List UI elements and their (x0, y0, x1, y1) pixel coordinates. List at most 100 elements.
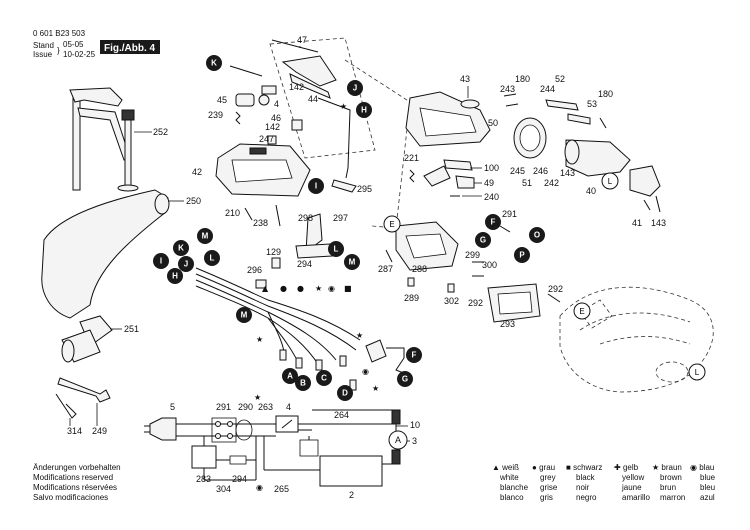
part-label-298: 298 (298, 213, 313, 223)
part-label-291: 291 (502, 209, 517, 219)
marker-K-left: K (173, 240, 189, 256)
svg-text:■: ■ (344, 284, 352, 293)
guard-assembly (405, 86, 661, 213)
marker-C: C (316, 370, 332, 386)
svg-text:yellow: yellow (622, 473, 644, 482)
wire-color-symbols: ▲ ● ● ★ ◉ ■ ★ ★ ◉ ★ ◉ ★ ★ (254, 102, 379, 492)
part-label-290: 290 (238, 402, 253, 412)
part-label-292b: 292 (548, 284, 563, 294)
wrench-and-key (55, 377, 111, 426)
clamp-assembly (69, 87, 152, 192)
svg-text:J: J (184, 260, 188, 269)
svg-text:E: E (389, 220, 394, 229)
part-label-238: 238 (253, 218, 268, 228)
part-label-43: 43 (460, 74, 470, 84)
part-label-4: 4 (274, 99, 279, 109)
svg-text:M: M (349, 258, 356, 267)
part-label-51: 51 (522, 178, 532, 188)
part-label-50: 50 (488, 118, 498, 128)
part-label-49: 49 (484, 178, 494, 188)
part-label-5: 5 (170, 402, 175, 412)
svg-text:▲ weiß: ▲ weiß (492, 463, 519, 472)
part-label-300: 300 (482, 260, 497, 270)
svg-text:azul: azul (700, 493, 715, 502)
part-label-143b: 143 (651, 218, 666, 228)
part-label-244: 244 (540, 84, 555, 94)
markers: K J H I L M M K L I J H M A B C D F G F … (153, 55, 706, 401)
marker-L-right: L (601, 172, 619, 190)
svg-text:blue: blue (700, 473, 716, 482)
marker-L-top: L (328, 241, 344, 257)
svg-text:L: L (608, 177, 613, 186)
svg-text:M: M (202, 232, 209, 241)
svg-text:C: C (321, 374, 327, 383)
marker-D: D (337, 385, 353, 401)
marker-B: B (295, 375, 311, 391)
legend-col-brown: ★ braun brown brun marron (652, 463, 685, 502)
svg-text:blanco: blanco (500, 493, 524, 502)
svg-text:●: ● (297, 284, 304, 293)
svg-text:✚ gelb: ✚ gelb (614, 463, 639, 472)
svg-text:A: A (395, 435, 401, 445)
svg-text:F: F (412, 351, 417, 360)
svg-text:●: ● (280, 284, 287, 293)
svg-text:▲: ▲ (262, 284, 269, 293)
part-label-10: 10 (410, 420, 420, 430)
svg-text:blanche: blanche (500, 483, 529, 492)
marker-G-wire: G (397, 371, 413, 387)
svg-text:L: L (210, 254, 215, 263)
legend-col-black: ■ schwarz black noir negro (566, 463, 602, 502)
part-label-100: 100 (484, 163, 499, 173)
footer-note-en: Modifications reserved (33, 473, 113, 482)
part-label-296: 296 (247, 265, 262, 275)
part-label-292a: 292 (468, 298, 483, 308)
part-label-40: 40 (586, 186, 596, 196)
svg-text:★ braun: ★ braun (652, 463, 682, 472)
svg-text:◉: ◉ (328, 284, 335, 293)
marker-L-left: L (204, 250, 220, 266)
svg-text:★: ★ (254, 393, 261, 402)
header-date-stand: 05-05 (63, 40, 84, 49)
part-label-210: 210 (225, 208, 240, 218)
svg-text:D: D (342, 389, 348, 398)
svg-text:K: K (178, 244, 184, 253)
part-label-251: 251 (124, 324, 139, 334)
svg-text:gris: gris (540, 493, 553, 502)
svg-text:noir: noir (576, 483, 590, 492)
marker-L-body: L (688, 363, 706, 381)
svg-text:grey: grey (540, 473, 556, 482)
footer-note-fr: Modifications réservées (33, 483, 117, 492)
svg-text:A: A (287, 372, 293, 381)
svg-text:marron: marron (660, 493, 685, 502)
part-label-288: 288 (412, 264, 427, 274)
part-label-46: 46 (271, 113, 281, 123)
svg-text:L: L (695, 368, 700, 377)
part-label-243: 243 (500, 84, 515, 94)
marker-F-right: F (485, 214, 501, 230)
svg-text:■ schwarz: ■ schwarz (566, 463, 602, 472)
part-label-4b: 4 (286, 402, 291, 412)
svg-text:amarillo: amarillo (622, 493, 651, 502)
part-label-2: 2 (349, 490, 354, 500)
part-label-52: 52 (555, 74, 565, 84)
part-label-180a: 180 (515, 74, 530, 84)
saw-body-outline (559, 286, 714, 393)
svg-text:brown: brown (660, 473, 682, 482)
part-label-41: 41 (632, 218, 642, 228)
header-date-issue: 10-02-25 (63, 50, 96, 59)
marker-G-right: G (475, 232, 491, 248)
svg-text:brun: brun (660, 483, 676, 492)
part-label-180b: 180 (598, 89, 613, 99)
part-label-289: 289 (404, 293, 419, 303)
part-label-302: 302 (444, 296, 459, 306)
part-label-293: 293 (500, 319, 515, 329)
svg-text:white: white (499, 473, 519, 482)
legend-col-grey: ● grau grey grise gris (532, 463, 558, 502)
legend-col-yellow: ✚ gelb yellow jaune amarillo (614, 463, 651, 502)
footer-note-es: Salvo modificaciones (33, 493, 108, 502)
svg-text:negro: negro (576, 493, 597, 502)
marker-H-left: H (167, 268, 183, 284)
svg-text:O: O (534, 231, 540, 240)
marker-K-top: K (206, 55, 222, 71)
